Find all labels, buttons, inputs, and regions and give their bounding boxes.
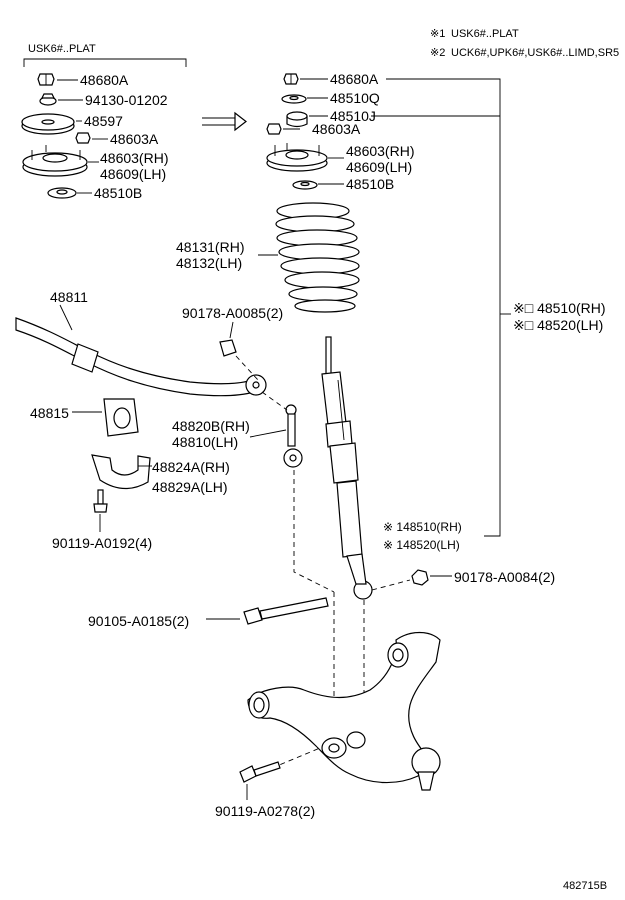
right-label-48510Q: 48510Q xyxy=(330,90,380,106)
right-nut-48603A xyxy=(266,123,282,135)
stabilizer-link xyxy=(283,404,303,468)
left-label-48603RH: 48603(RH) xyxy=(100,150,168,166)
right-label-48609LH: 48609(LH) xyxy=(346,159,412,175)
bracket-label-rh: 48824A(RH) xyxy=(152,459,230,475)
spring-label-lh: 48132(LH) xyxy=(176,255,242,271)
shock-label-lh: ※ 148520(LH) xyxy=(383,538,460,552)
right-label-48510J: 48510J xyxy=(330,108,376,124)
note-2-text: UCK6#,UPK6#,USK6#..LIMD,SR5 xyxy=(451,47,619,59)
stabilizer-bar xyxy=(15,317,267,397)
bushing-label: 48815 xyxy=(30,405,69,421)
left-nut-48603A xyxy=(75,132,91,144)
lower-bolt xyxy=(243,597,329,625)
lower-nut xyxy=(411,569,429,586)
lower-nut-label: 90178-A0084(2) xyxy=(454,569,555,585)
lower-control-arm xyxy=(247,631,441,791)
left-mount-48603 xyxy=(22,145,88,177)
figure-id: 482715B xyxy=(563,880,607,892)
right-label-48680A: 48680A xyxy=(330,71,379,87)
note-1-mark: ※1 xyxy=(430,28,445,40)
lower-bolt-label: 90105-A0185(2) xyxy=(88,613,189,629)
strut-assy-label-lh: ※□ 48520(LH) xyxy=(513,317,603,333)
bracket-bolt xyxy=(93,489,108,513)
shock-label-rh: ※ 148510(RH) xyxy=(383,520,462,534)
group-bracket xyxy=(23,58,187,67)
left-label-48510B: 48510B xyxy=(94,185,142,201)
right-label-48603RH: 48603(RH) xyxy=(346,143,414,159)
left-washer-48510B xyxy=(47,187,77,199)
left-label-48597: 48597 xyxy=(84,113,123,129)
strut-assy-bracket xyxy=(386,78,501,537)
right-bushing-48510J xyxy=(286,111,308,128)
right-washer-48510Q xyxy=(281,94,307,104)
right-nut-48680A xyxy=(283,73,299,85)
bracket-48824A xyxy=(91,454,151,490)
link-label-rh: 48820B(RH) xyxy=(172,418,250,434)
shock-absorber xyxy=(321,336,373,600)
group-arrow-head xyxy=(234,111,247,132)
left-nut-94130 xyxy=(39,93,57,106)
arm-bolt-label: 90119-A0278(2) xyxy=(215,803,315,819)
left-label-48609LH: 48609(LH) xyxy=(100,166,166,182)
strut-assy-label-rh: ※□ 48510(RH) xyxy=(513,300,606,316)
left-label-48680A: 48680A xyxy=(80,72,129,88)
note-1-text: USK6#..PLAT xyxy=(451,28,519,40)
stabilizer-label: 48811 xyxy=(50,289,88,305)
bushing-48815 xyxy=(103,398,139,437)
bracket-bolt-label: 90119-A0192(4) xyxy=(52,535,152,551)
right-label-48510B: 48510B xyxy=(346,176,394,192)
right-washer-48510B xyxy=(292,180,318,190)
link-label-lh: 48810(LH) xyxy=(172,434,238,450)
left-plate-48597 xyxy=(21,113,75,135)
coil-spring xyxy=(275,202,360,313)
spring-label-rh: 48131(RH) xyxy=(176,239,244,255)
note-2-mark: ※2 xyxy=(430,47,445,59)
left-nut-48680A xyxy=(37,73,55,86)
group-label: USK6#..PLAT xyxy=(28,43,96,55)
arm-bolt xyxy=(239,761,281,783)
right-label-48603A: 48603A xyxy=(312,121,361,137)
bracket-label-lh: 48829A(LH) xyxy=(152,479,228,495)
left-label-94130: 94130-01202 xyxy=(85,92,168,108)
link-nut xyxy=(219,339,237,357)
left-label-48603A: 48603A xyxy=(110,131,159,147)
right-mount-48603 xyxy=(266,143,328,172)
link-nut-label: 90178-A0085(2) xyxy=(182,305,283,321)
